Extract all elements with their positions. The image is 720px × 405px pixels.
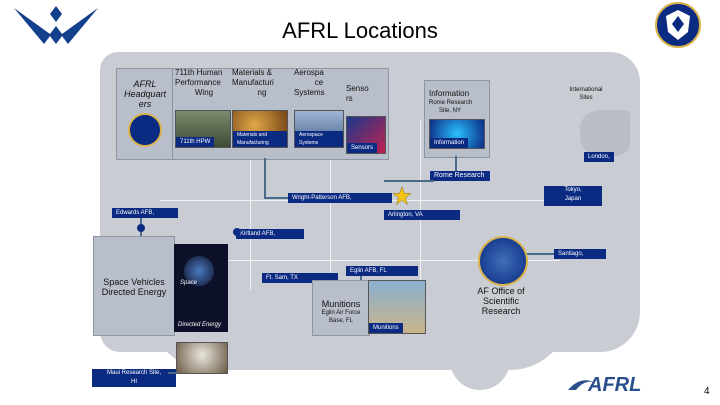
directorate-sensors: Senso rs Sensors <box>346 68 386 158</box>
afrl-logo: AFRL <box>566 372 652 398</box>
space-label-2: Directed Energy <box>101 287 167 297</box>
usaf-logo <box>6 4 106 48</box>
directorates-connector <box>264 158 266 198</box>
directorate-photo: Materials and Manufacturing <box>232 110 288 148</box>
directorate-label-3: Systems <box>294 88 325 97</box>
observatory-photo <box>176 342 228 374</box>
kirtland-marker <box>233 228 241 236</box>
directorate-label-2: Rome Research <box>429 100 473 106</box>
munitions-panel: Munitions Eglin Air Force Base, FL <box>312 280 370 336</box>
arlington-badge: Arlington, VA <box>384 210 460 220</box>
florida-map <box>450 300 510 390</box>
directorate-label-2: ce <box>314 78 324 87</box>
wpafb-badge: Wright-Patterson AFB, <box>288 193 392 203</box>
eglin-badge: Eglin AFB, FL <box>346 266 418 276</box>
directorate-label-1: Materials & <box>232 68 273 77</box>
directorate-aerospace: Aerospa ce Systems Aerospace Systems <box>294 68 344 158</box>
directorate-information: Information Rome Research Site, NY Infor… <box>424 80 490 158</box>
page-number: 4 <box>704 386 710 397</box>
directorate-photo: Sensors <box>346 116 386 154</box>
tokyo-label-2: Japan <box>564 196 582 202</box>
wpafb-connector <box>264 197 288 199</box>
directorate-label-1: Senso <box>346 84 369 93</box>
directorate-label-3: Wing <box>194 88 214 97</box>
kirtland-badge: Kirtland AFB, <box>236 229 304 239</box>
international-label-1: International <box>569 87 603 93</box>
directorate-caption: Sensors <box>347 143 378 153</box>
directorate-label-2: Manufacturi <box>232 78 274 87</box>
afosr-label-3: Research <box>481 306 521 316</box>
directorate-caption: Aerospace Systems <box>295 131 343 147</box>
tokyo-label: Tokyo, <box>564 187 582 193</box>
directorate-label-1: Information <box>429 89 470 98</box>
directorate-label-1: Aerospa <box>294 68 324 77</box>
directed-energy-thumb-label: Directed Energy <box>178 322 222 328</box>
rome-line <box>384 180 434 182</box>
hq-shield-icon <box>128 113 162 147</box>
tokyo-badge: Tokyo, Japan <box>544 186 602 206</box>
directorate-photo: 711th HPW <box>175 110 231 148</box>
maui-badge: Maui Research Site, HI <box>92 369 176 387</box>
santiago-badge: Santiago, <box>554 249 606 259</box>
directorate-711-hpw: 711th Human Performance Wing 711th HPW <box>175 68 233 158</box>
space-thumb-panel: Space Directed Energy <box>174 244 228 332</box>
directorate-photo: Information <box>429 119 485 149</box>
rome-connector <box>455 156 457 171</box>
london-badge: London, <box>584 152 614 162</box>
uk-map <box>580 110 630 156</box>
munitions-label-2: Eglin Air Force <box>321 310 361 316</box>
afosr-label-2: Scientific <box>482 296 519 306</box>
afosr-label-1: AF Office of <box>477 286 525 296</box>
maui-label: Maui Research Site, <box>106 370 162 376</box>
afrl-logo-text: AFRL <box>588 374 642 396</box>
munitions-label-1: Munitions <box>321 299 361 309</box>
space-label-1: Space Vehicles <box>103 277 165 287</box>
hq-panel: AFRL Headquart ers <box>116 68 174 160</box>
hq-label-1: AFRL <box>133 79 157 89</box>
directorate-label-3: ng <box>257 88 267 97</box>
maui-label-2: HI <box>131 379 137 385</box>
directorate-materials: Materials & Manufacturi ng Materials and… <box>232 68 292 158</box>
directorate-label-1: 711th Human <box>175 68 223 77</box>
international-label-2: Sites <box>579 95 593 101</box>
hq-label-3: ers <box>138 99 152 109</box>
afosr-label: AF Office of Scientific Research <box>456 286 546 316</box>
page-title: AFRL Locations <box>282 18 438 43</box>
munitions-thumb-label: Munitions <box>369 323 403 333</box>
munitions-photo: Munitions <box>368 280 426 334</box>
directorate-photo: Aerospace Systems <box>294 110 344 148</box>
international-sites: International Sites <box>556 86 616 102</box>
edwards-badge: Edwards AFB, <box>112 208 178 218</box>
space-vehicles-panel: Space Vehicles Directed Energy <box>93 236 175 336</box>
directorate-label-3: Site, NY <box>439 108 462 114</box>
earth-icon <box>184 256 214 286</box>
directorate-label-2: rs <box>346 94 353 103</box>
rome-research-badge: Rome Research <box>430 171 490 181</box>
afosr-seal-icon <box>478 236 528 286</box>
directorate-caption: Information <box>430 138 469 148</box>
edwards-marker <box>137 224 145 232</box>
munitions-label-3: Base, FL <box>328 318 353 324</box>
maui-connector <box>168 372 178 374</box>
star-icon <box>392 186 412 206</box>
santiago-connector <box>520 253 554 255</box>
directorate-label-2: Performance <box>175 78 221 87</box>
hq-label-2: Headquart <box>123 89 167 99</box>
ftsam-badge: Ft. Sam, TX <box>262 273 338 283</box>
directorate-caption: 711th HPW <box>176 137 215 147</box>
space-thumb-label: Space <box>180 280 198 286</box>
afrl-shield-icon <box>650 2 706 48</box>
directorate-caption: Materials and Manufacturing <box>233 131 287 147</box>
